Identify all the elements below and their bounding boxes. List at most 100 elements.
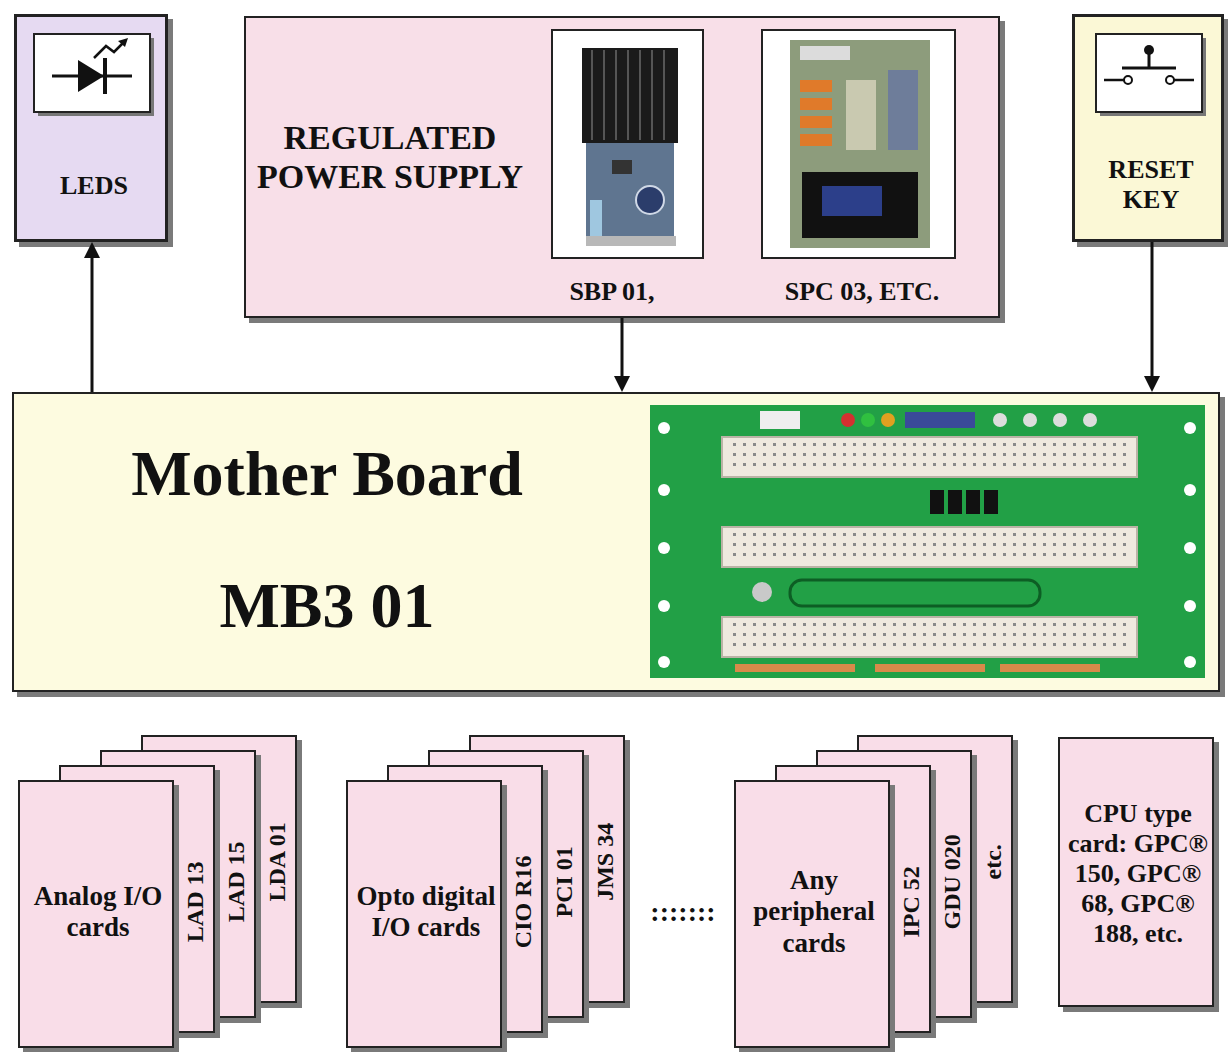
card-code: etc. (980, 777, 1008, 947)
box-text: MB3 01 (27, 569, 627, 643)
rect-shape (735, 664, 855, 672)
rect-shape (38, 38, 154, 116)
card-code: LDA 01 (264, 777, 292, 947)
circle-shape (1083, 413, 1097, 427)
box-text: SBP 01, (517, 277, 707, 307)
sbp-photo (552, 30, 703, 258)
circle-shape (861, 413, 875, 427)
connector-arrow (1144, 242, 1160, 392)
cpu-card-box: CPU type card: GPC® 150, GPC® 68, GPC® 1… (1058, 737, 1214, 1007)
polygon-shape (118, 38, 128, 47)
rect-shape (760, 411, 800, 429)
rect-shape (930, 490, 944, 514)
rect-shape (612, 160, 632, 174)
box-text-slot: Any peripheral cards (740, 865, 888, 958)
circle-shape (1053, 413, 1067, 427)
circle-shape (1184, 422, 1196, 434)
circle-shape (658, 422, 670, 434)
line-shape (103, 58, 107, 94)
rect-shape (650, 405, 1205, 678)
box-text-slot: Opto digital I/O cards (352, 881, 500, 943)
box-text-slot: SBP 01, (517, 277, 707, 307)
rect-shape (1000, 664, 1100, 672)
box-text: RESET KEY (1082, 155, 1220, 215)
rect-shape (800, 116, 832, 128)
mb3-board-photo (650, 405, 1205, 678)
box-text-slot: Mother Board (27, 437, 627, 511)
card-code: LAD 13 (182, 817, 210, 987)
card-code-slot: GDU 020 (939, 797, 967, 967)
connector-line (621, 318, 624, 378)
connector-arrow (84, 242, 100, 392)
leds-box: LEDS (14, 14, 168, 242)
line-shape (627, 50, 629, 140)
card-code-slot: PCI 01 (551, 797, 579, 967)
box-text-slot: SPC 03, ETC. (747, 277, 977, 307)
circle-shape (658, 600, 670, 612)
diode-icon (34, 34, 154, 116)
circle-shape (752, 582, 772, 602)
rect-shape (590, 200, 602, 236)
line-shape (615, 50, 617, 140)
box-text: REGULATED POWER SUPPLY (255, 118, 525, 196)
rect-shape (762, 30, 955, 258)
rect-shape (722, 527, 1137, 567)
circle-shape (1184, 542, 1196, 554)
box-text-slot: CPU type card: GPC® 150, GPC® 68, GPC® 1… (1063, 799, 1213, 948)
arrow-head (614, 376, 630, 392)
rect-shape (800, 134, 832, 146)
circle-shape (658, 484, 670, 496)
polyline-shape (94, 42, 124, 58)
card-code-slot: IPC 52 (898, 817, 926, 987)
rect-shape (730, 443, 1129, 471)
rect-shape (802, 172, 918, 238)
card-code: JMS 34 (592, 777, 620, 947)
rect-shape (948, 490, 962, 514)
circle-shape (1184, 484, 1196, 496)
line-shape (639, 50, 641, 140)
card-code: LAD 15 (223, 797, 251, 967)
ellipsis-label-slot: ::::::: (623, 896, 743, 928)
line-shape (651, 50, 653, 140)
card-box: Any peripheral cards (734, 780, 890, 1048)
card-code-slot: LAD 13 (182, 817, 210, 987)
rect-shape (800, 80, 832, 92)
box-text: Any peripheral cards (740, 865, 888, 958)
card-box: Opto digital I/O cards (346, 780, 502, 1048)
circle-shape (636, 186, 664, 214)
rect-shape (552, 30, 703, 258)
box-text-slot: MB3 01 (27, 569, 627, 643)
polygon-shape (78, 60, 104, 92)
rect-shape (586, 143, 674, 241)
line-shape (663, 50, 665, 140)
card-code-slot: LAD 15 (223, 797, 251, 967)
pushbutton-icon (1096, 34, 1206, 116)
connector-line (91, 256, 94, 392)
rect-shape (34, 34, 150, 112)
rect-shape (888, 70, 918, 150)
card-code: GDU 020 (939, 797, 967, 967)
circle-shape (881, 413, 895, 427)
box-text-slot: LEDS (24, 171, 164, 201)
circle-shape (658, 656, 670, 668)
rect-shape (730, 623, 1129, 651)
box-text: CPU type card: GPC® 150, GPC® 68, GPC® 1… (1063, 799, 1213, 948)
card-code-slot: LDA 01 (264, 777, 292, 947)
line-shape (1148, 52, 1151, 68)
line-shape (52, 75, 132, 78)
rect-shape (800, 98, 832, 110)
circle-shape (841, 413, 855, 427)
rect-shape (722, 617, 1137, 657)
spc-photo (762, 30, 955, 258)
box-text: Analog I/O cards (24, 881, 172, 943)
rect-shape (966, 490, 980, 514)
rect-shape (1096, 34, 1202, 112)
arrow-head (1144, 376, 1160, 392)
card-code: PCI 01 (551, 797, 579, 967)
circle-shape (1166, 76, 1174, 84)
ellipsis-label: ::::::: (623, 896, 743, 928)
card-code-slot: JMS 34 (592, 777, 620, 947)
circle-shape (1184, 656, 1196, 668)
